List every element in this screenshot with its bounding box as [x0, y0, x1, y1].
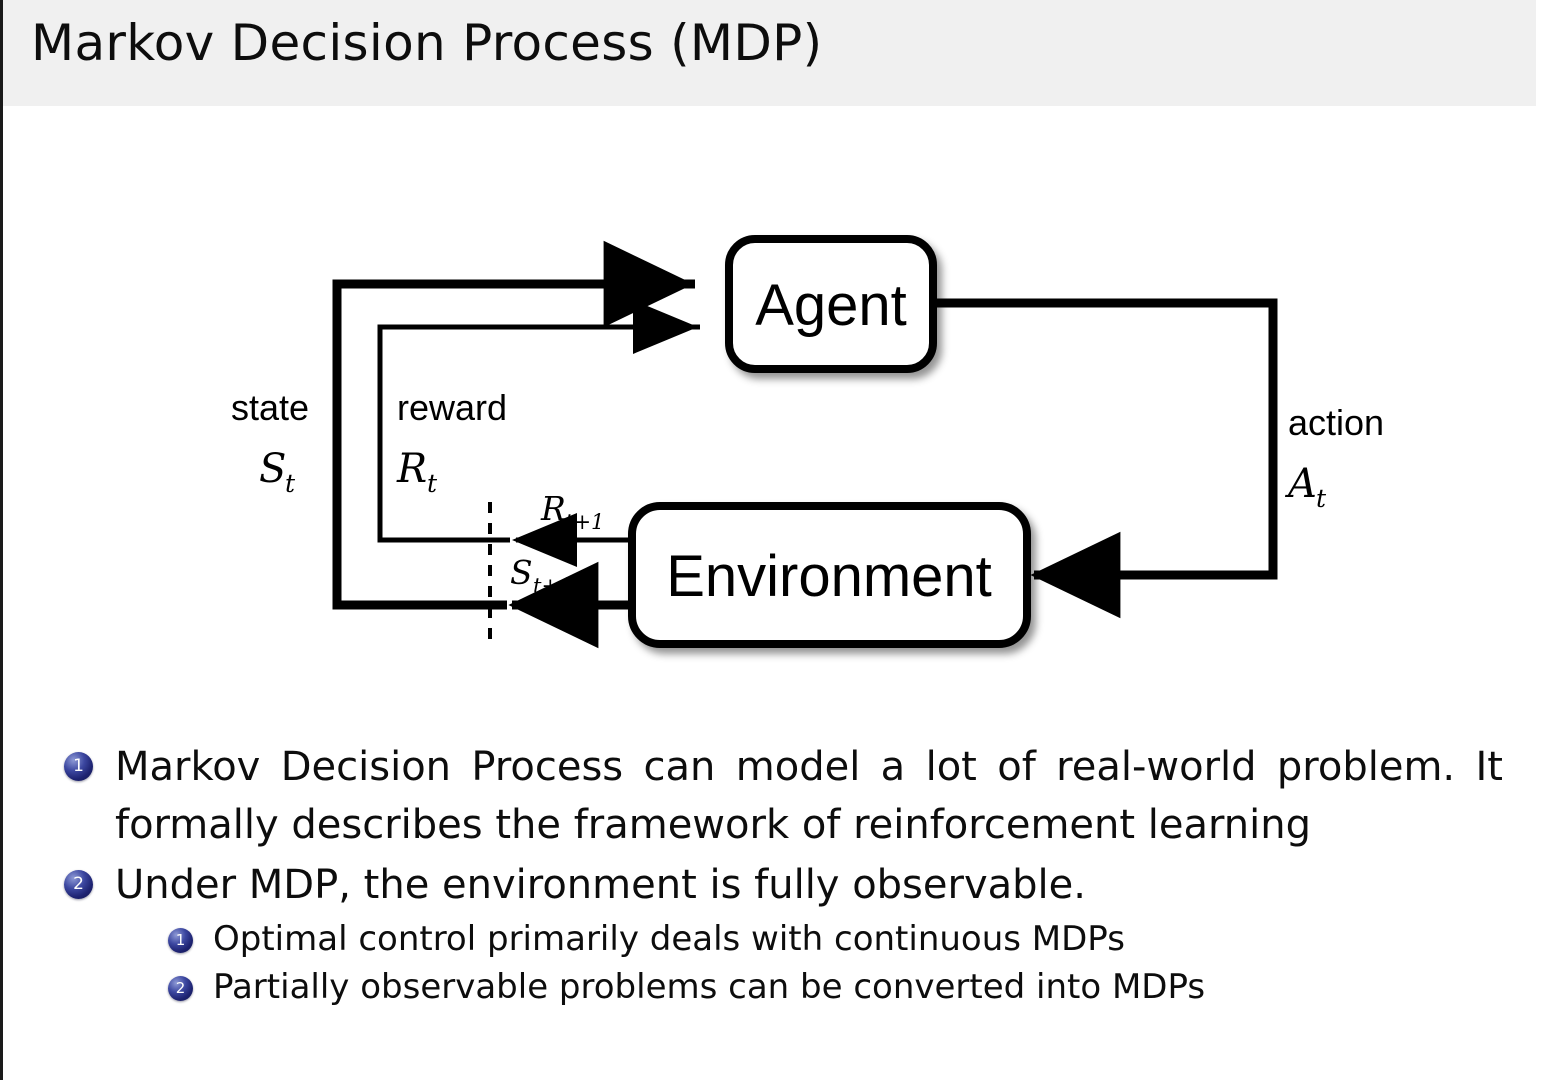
- list-item: 1 Markov Decision Process can model a lo…: [0, 738, 1546, 854]
- label-next-reward-symbol: R: [540, 489, 566, 528]
- label-state-word: state: [231, 387, 309, 428]
- node-environment-label: Environment: [666, 544, 992, 609]
- label-next-state-subscript: t+1: [533, 574, 572, 598]
- list-item: 2 Partially observable problems can be c…: [0, 964, 1546, 1012]
- page-title: Markov Decision Process (MDP): [31, 14, 823, 72]
- node-agent-label: Agent: [755, 273, 907, 338]
- slide-left-edge-rule: [0, 0, 3, 1080]
- label-action-symbol: A: [1284, 461, 1317, 507]
- label-reward-word: reward: [397, 387, 507, 428]
- list-item: 1 Optimal control primarily deals with c…: [0, 916, 1546, 964]
- label-reward-symbol-subscript: t: [427, 469, 438, 498]
- sub-bullet-text: Optimal control primarily deals with con…: [213, 919, 1125, 959]
- label-state-symbol: S: [259, 446, 286, 492]
- label-next-reward-subscript: t+1: [565, 510, 604, 534]
- bullet-text: Under MDP, the environment is fully obse…: [115, 862, 1086, 908]
- bullet-list: 1 Markov Decision Process can model a lo…: [0, 738, 1546, 1011]
- agent-environment-diagram: Agent Environment state S t reward R t a…: [0, 120, 1546, 700]
- bullet-marker-2: 2: [64, 870, 93, 899]
- sub-bullet-marker-2: 2: [168, 975, 193, 1001]
- node-environment: [628, 502, 1031, 648]
- bullet-marker-1: 1: [64, 752, 93, 781]
- label-action-symbol-subscript: t: [1316, 484, 1327, 513]
- edge-action-loop: [933, 298, 1278, 619]
- edge-reward-loop: [377, 300, 700, 543]
- label-action-word: action: [1288, 402, 1384, 443]
- label-state-symbol-subscript: t: [285, 469, 296, 498]
- sub-bullet-text: Partially observable problems can be con…: [213, 966, 1206, 1007]
- slide-header-bar: Markov Decision Process (MDP): [3, 0, 1536, 106]
- bullet-text: Markov Decision Process can model a lot …: [115, 744, 1503, 848]
- label-next-state-symbol: S: [510, 553, 533, 592]
- list-item: 2 Under MDP, the environment is fully ob…: [0, 856, 1546, 914]
- edge-state-loop: [332, 240, 695, 610]
- node-agent: [725, 235, 937, 373]
- label-reward-symbol: R: [396, 446, 427, 492]
- sub-bullet-marker-1: 1: [168, 928, 193, 953]
